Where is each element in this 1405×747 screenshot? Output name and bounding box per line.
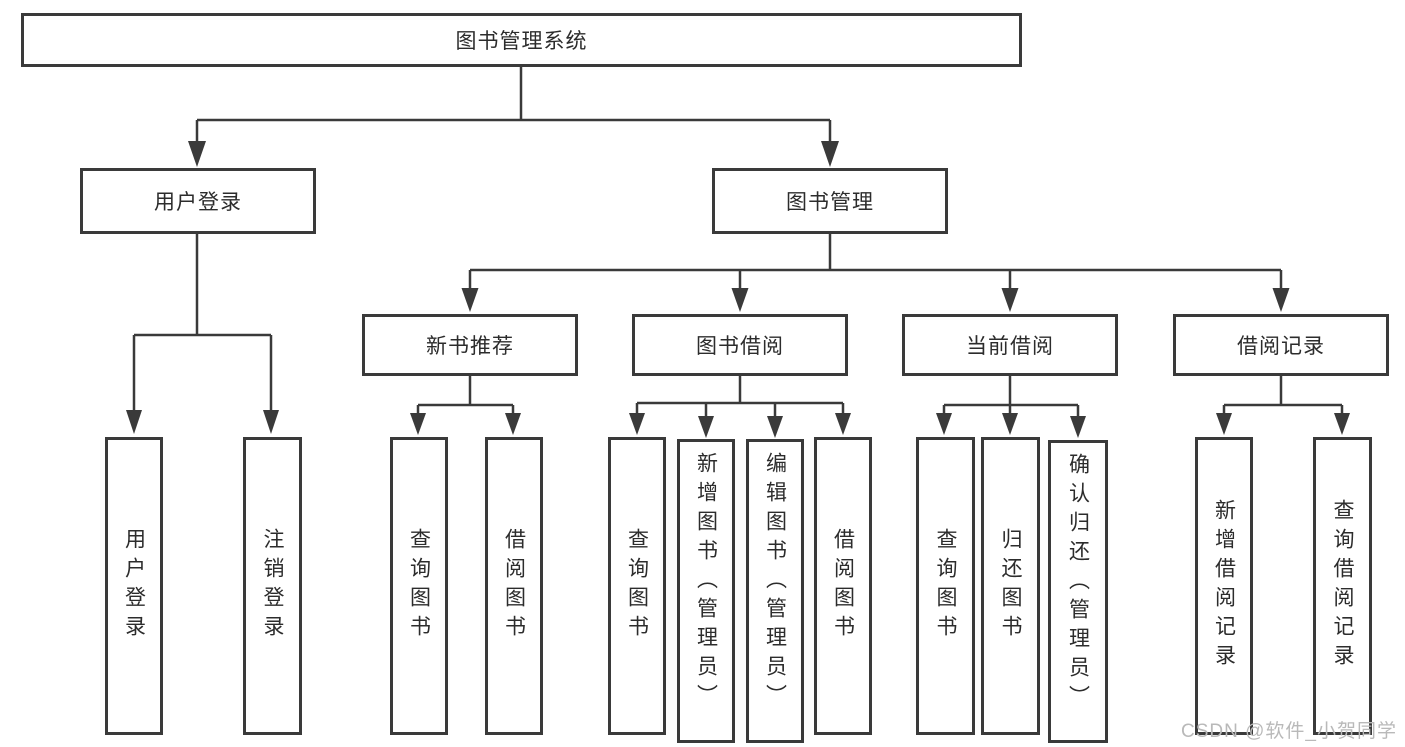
leaf-cb-query-books: 查询图书: [916, 437, 975, 735]
csdn-watermark: CSDN @软件_小贺同学: [1181, 721, 1397, 742]
node-current-borrowing: 当前借阅: [902, 314, 1118, 376]
node-borrowing-records: 借阅记录: [1173, 314, 1389, 376]
leaf-logout: 注销登录: [243, 437, 302, 735]
arrowheads: [126, 141, 1350, 438]
leaf-br-add-record: 新增借阅记录: [1195, 437, 1253, 735]
leaf-bb-query-books: 查询图书: [608, 437, 666, 735]
leaf-cb-return-books: 归还图书: [981, 437, 1040, 735]
leaf-bb-borrow-books: 借阅图书: [814, 437, 872, 735]
leaf-cb-confirm-return-admin: 确认归还（管理员）: [1048, 440, 1108, 743]
node-user-login-branch: 用户登录: [80, 168, 316, 234]
leaf-nb-query-books: 查询图书: [390, 437, 448, 735]
leaf-br-query-record: 查询借阅记录: [1313, 437, 1372, 735]
leaf-user-login: 用户登录: [105, 437, 163, 735]
leaf-bb-add-books-admin: 新增图书（管理员）: [677, 439, 735, 743]
leaf-nb-borrow-books: 借阅图书: [485, 437, 543, 735]
node-library-system: 图书管理系统: [21, 13, 1022, 67]
leaf-bb-edit-books-admin: 编辑图书（管理员）: [746, 439, 804, 743]
node-new-book-recommend: 新书推荐: [362, 314, 578, 376]
node-book-borrowing: 图书借阅: [632, 314, 848, 376]
node-book-management: 图书管理: [712, 168, 948, 234]
